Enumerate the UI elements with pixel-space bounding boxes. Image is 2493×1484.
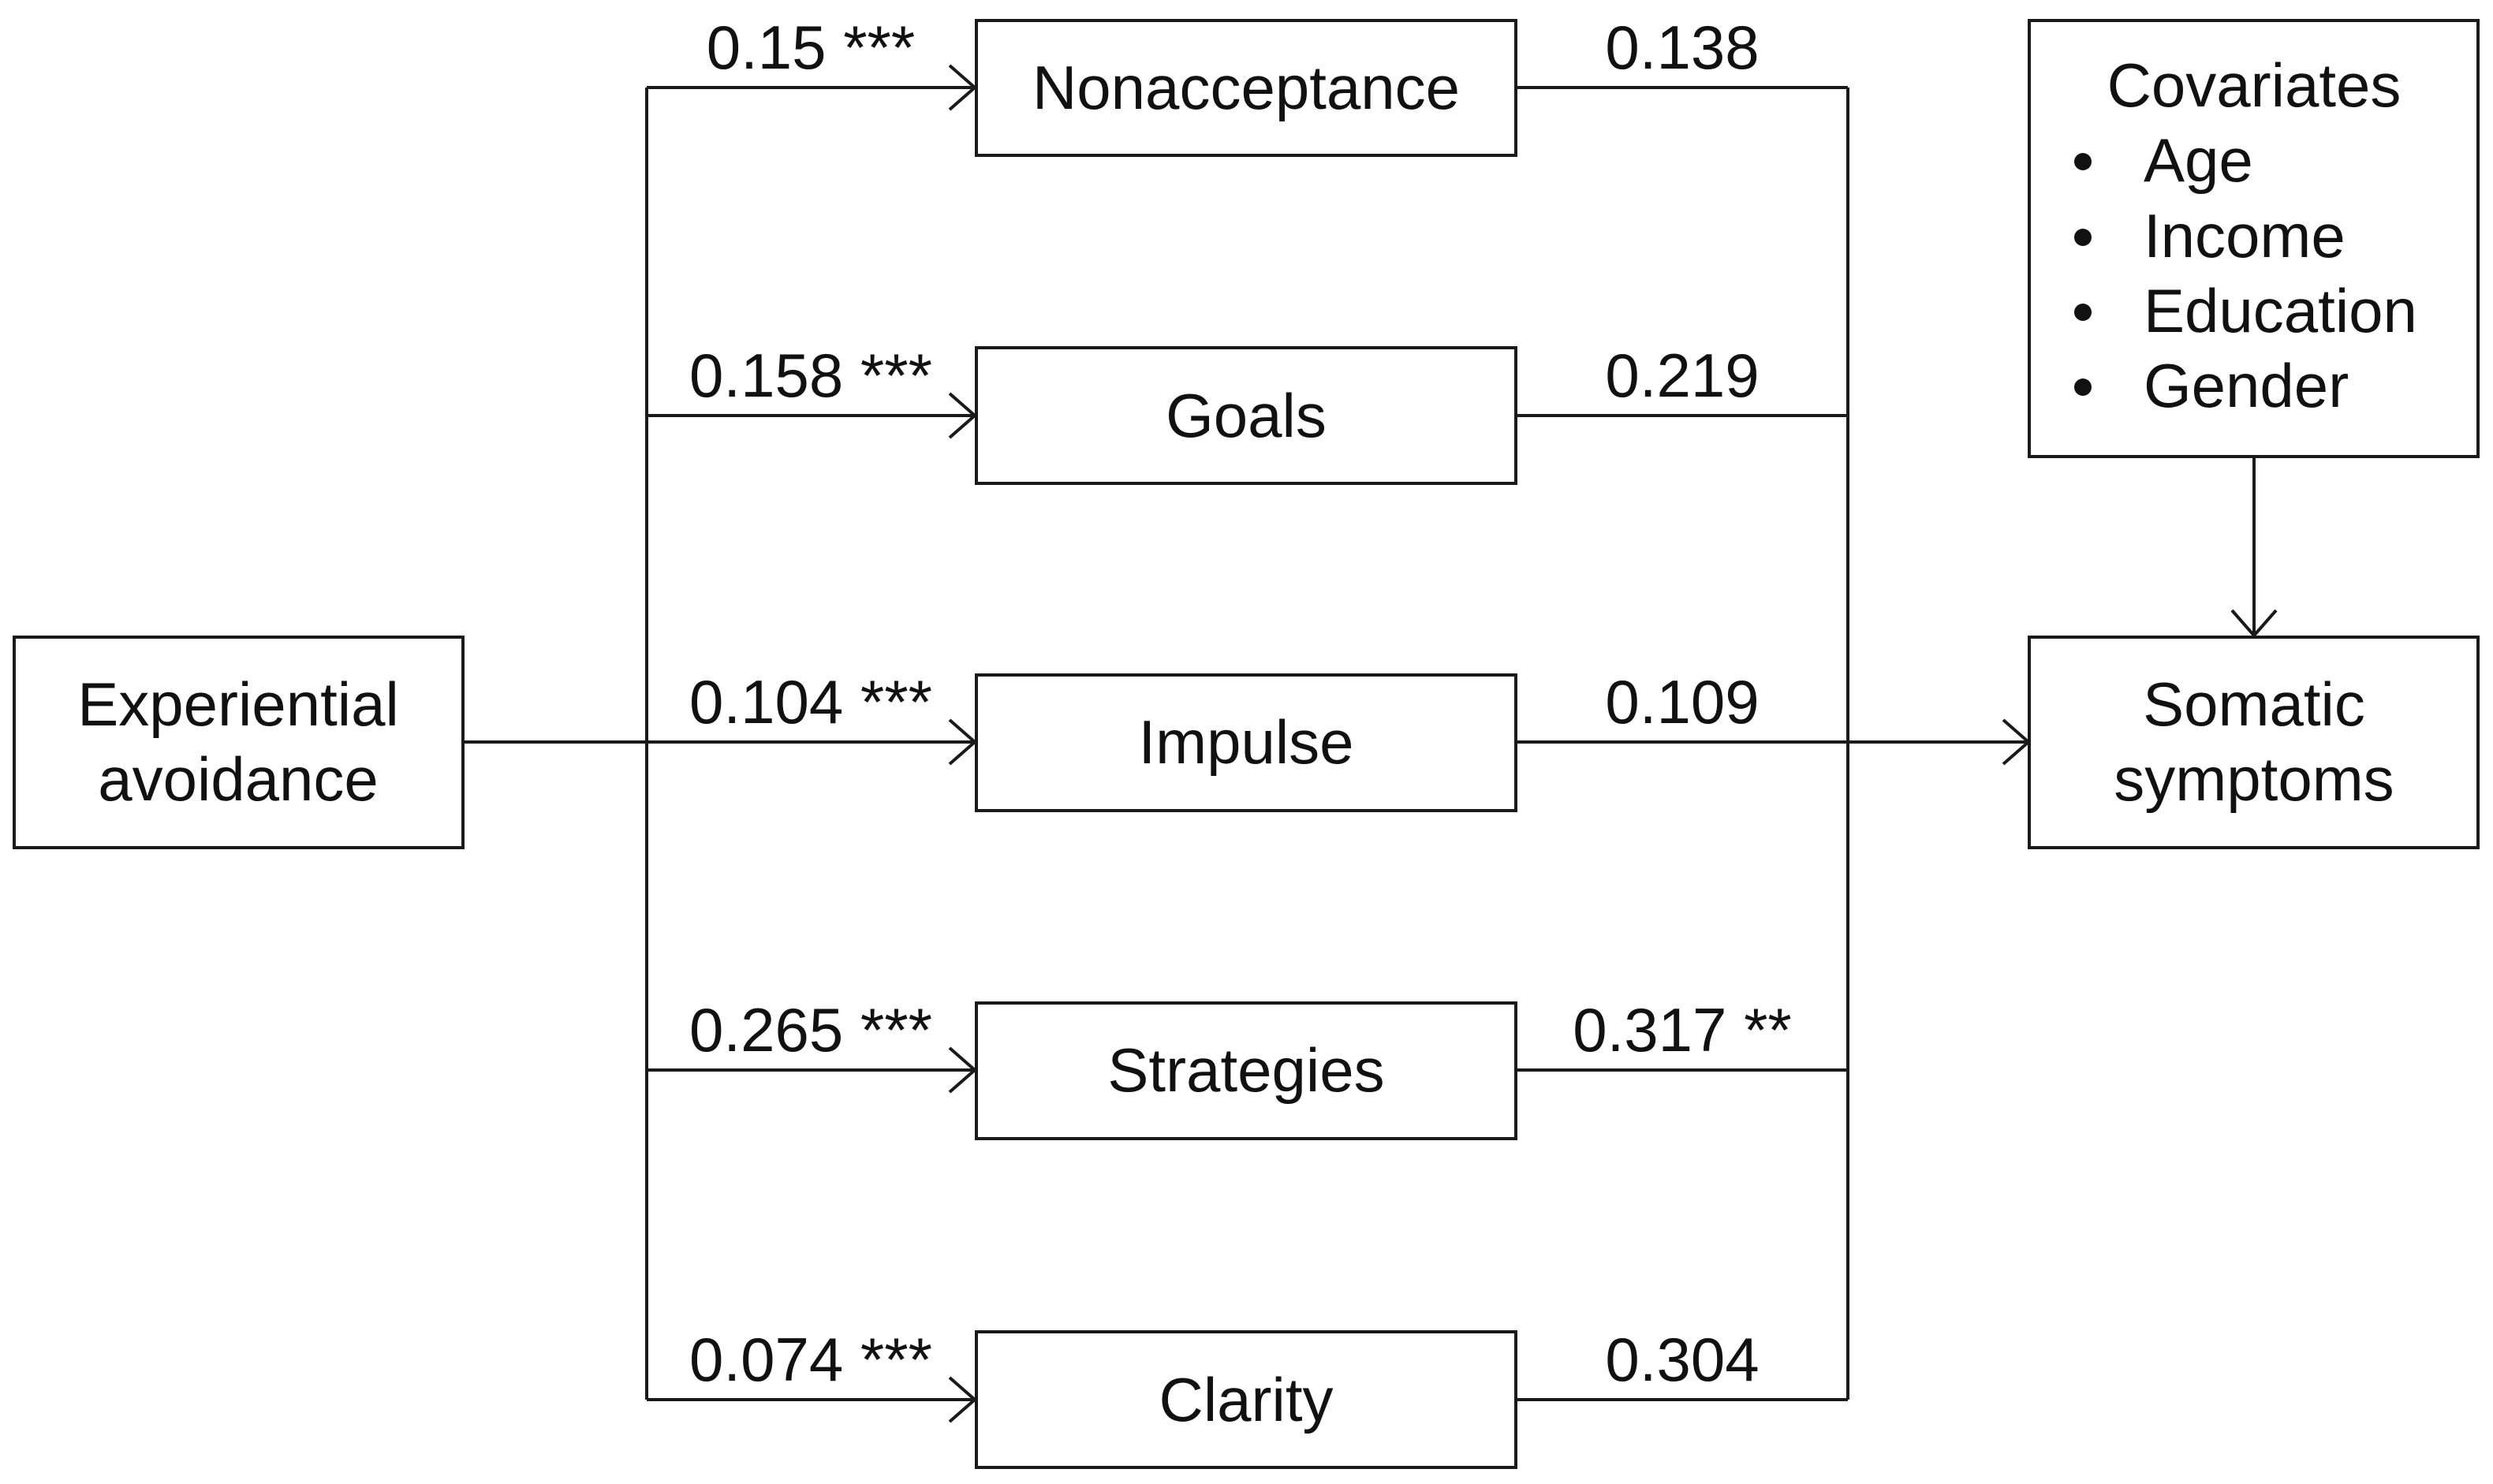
covariate-item-gender: Gender bbox=[2144, 351, 2349, 420]
covariates-box bbox=[2028, 19, 2480, 458]
bullet-icon bbox=[2074, 153, 2092, 170]
mediator-label-clarity: Clarity bbox=[1159, 1365, 1333, 1434]
source-node: Experiential avoidance bbox=[13, 636, 465, 849]
covariates-node: Covariates Age Income Education Gender bbox=[2028, 19, 2480, 458]
a-coef-clarity: 0.074 *** bbox=[689, 1325, 932, 1394]
mediator-strategies: Strategies bbox=[975, 1001, 1517, 1140]
a-path-coefficients: 0.15 *** 0.158 *** 0.104 *** 0.265 *** 0… bbox=[689, 13, 932, 1394]
mediator-box-nonacceptance bbox=[975, 19, 1517, 157]
mediator-box-impulse bbox=[975, 673, 1517, 812]
b-coef-strategies: 0.317 ** bbox=[1573, 995, 1792, 1065]
bullet-icon bbox=[2074, 378, 2092, 396]
source-node-box bbox=[13, 636, 465, 849]
source-node-line1: Experiential bbox=[77, 669, 399, 739]
outcome-node-line1: Somatic bbox=[2143, 669, 2365, 739]
outcome-node: Somatic symptoms bbox=[2028, 636, 2480, 849]
mediator-box-clarity bbox=[975, 1330, 1517, 1469]
bullet-icon bbox=[2074, 304, 2092, 321]
mediator-goals: Goals bbox=[975, 346, 1517, 485]
covariate-item-age: Age bbox=[2144, 125, 2253, 195]
outcome-node-box bbox=[2028, 636, 2480, 849]
covariate-item-income: Income bbox=[2144, 201, 2346, 270]
edges bbox=[464, 86, 2256, 1401]
mediator-label-impulse: Impulse bbox=[1138, 707, 1353, 777]
mediator-nonacceptance: Nonacceptance bbox=[975, 19, 1517, 157]
bullet-icon bbox=[2074, 229, 2092, 246]
a-coef-strategies: 0.265 *** bbox=[689, 995, 932, 1065]
mediator-impulse: Impulse bbox=[975, 673, 1517, 812]
mediator-label-strategies: Strategies bbox=[1107, 1035, 1384, 1105]
b-coef-clarity: 0.304 bbox=[1605, 1325, 1759, 1394]
b-coef-impulse: 0.109 bbox=[1605, 667, 1759, 736]
mediator-label-nonacceptance: Nonacceptance bbox=[1032, 53, 1460, 122]
a-coef-goals: 0.158 *** bbox=[689, 341, 932, 410]
outcome-node-line2: symptoms bbox=[2114, 744, 2394, 814]
a-coef-impulse: 0.104 *** bbox=[689, 667, 932, 736]
covariate-item-education: Education bbox=[2144, 276, 2417, 345]
a-coef-nonacceptance: 0.15 *** bbox=[707, 13, 916, 82]
covariates-title: Covariates bbox=[2107, 50, 2402, 120]
source-node-line2: avoidance bbox=[98, 744, 379, 814]
mediator-label-goals: Goals bbox=[1166, 381, 1327, 450]
mediator-box-goals bbox=[975, 346, 1517, 485]
b-path-coefficients: 0.138 0.219 0.109 0.317 ** 0.304 bbox=[1573, 13, 1792, 1394]
b-coef-goals: 0.219 bbox=[1605, 341, 1759, 410]
b-coef-nonacceptance: 0.138 bbox=[1605, 13, 1759, 82]
mediator-box-strategies bbox=[975, 1001, 1517, 1140]
mediator-clarity: Clarity bbox=[975, 1330, 1517, 1469]
